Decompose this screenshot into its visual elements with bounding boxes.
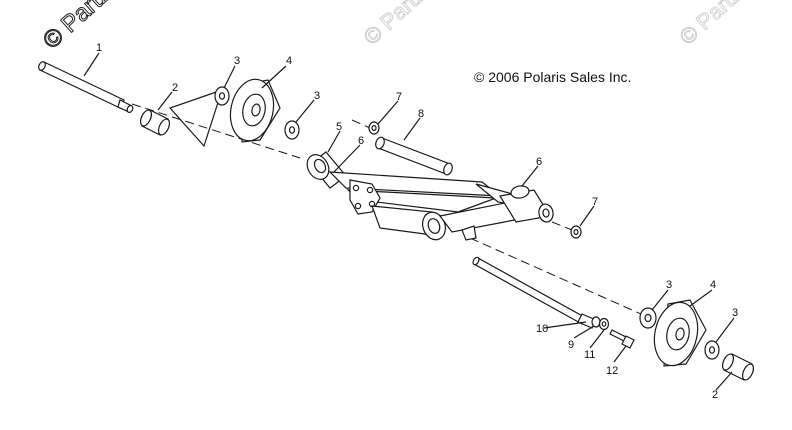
axis-line-nut	[551, 221, 573, 231]
washer-part-3-lower-right	[704, 340, 720, 360]
bolt-part-12	[609, 329, 635, 349]
washer-part-11	[598, 317, 610, 331]
callout-3: 3	[732, 307, 738, 319]
callout-6: 6	[358, 135, 364, 147]
axis-line-upper	[131, 103, 301, 159]
callout-4: 4	[286, 55, 292, 67]
watermark-partzilla: © Partzilla	[359, 0, 451, 50]
axis-line-bolt	[351, 119, 371, 129]
callout-7: 7	[592, 196, 598, 208]
watermark-partzilla: © Partzilla	[675, 0, 767, 50]
callout-5: 5	[336, 121, 342, 133]
washer-part-3-lower-left	[639, 307, 657, 329]
callout-7: 7	[396, 91, 402, 103]
axis-line-lower	[469, 237, 651, 319]
callout-10: 10	[536, 323, 548, 335]
washer-part-3-upper-right	[284, 120, 300, 140]
spacer-part-2-lower	[721, 353, 755, 381]
callout-12: 12	[606, 365, 618, 377]
callout-1: 1	[96, 42, 102, 54]
watermark-partzilla: © Partzilla	[38, 0, 138, 54]
callout-6: 6	[536, 156, 542, 168]
callout-3: 3	[234, 55, 240, 67]
shaft-part-1	[38, 61, 134, 114]
spacer-part-2-upper	[139, 89, 223, 148]
nut-part-7-upper	[368, 121, 380, 135]
idler-wheel-part-4-upper	[229, 78, 281, 143]
callout-11: 11	[584, 349, 595, 361]
callout-8: 8	[418, 108, 424, 120]
callouts: 1 2 3 4 3 5 6 6 7 8 7 3 4 3 2 10 9 11 12	[96, 42, 738, 401]
callout-2: 2	[712, 389, 718, 401]
idler-wheel-part-4-lower	[653, 299, 707, 367]
callout-3: 3	[666, 279, 672, 291]
shaft-part-10	[472, 256, 597, 329]
leader-lines	[83, 52, 735, 391]
copyright-notice: © 2006 Polaris Sales Inc.	[474, 69, 631, 85]
a-arm-part-5	[306, 151, 554, 241]
callout-4: 4	[710, 279, 716, 291]
callout-2: 2	[172, 82, 178, 94]
pin-part-8	[375, 136, 453, 176]
washer-part-3-upper-left	[214, 86, 230, 106]
callout-9: 9	[568, 339, 574, 351]
washer-part-9	[591, 316, 601, 328]
callout-3: 3	[314, 90, 320, 102]
nut-part-7-lower	[570, 225, 582, 239]
